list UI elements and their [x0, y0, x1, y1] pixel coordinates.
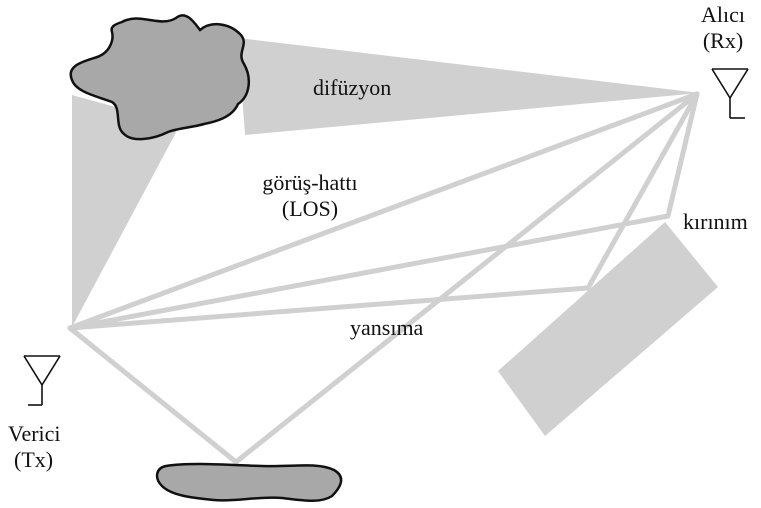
receiver-label-line1: Alıcı [701, 2, 745, 27]
reflection-path-1 [67, 325, 239, 465]
diffusion-label: difüzyon [313, 75, 392, 100]
multipath-ray-2 [585, 91, 700, 291]
reflection-label: yansıma [350, 315, 424, 340]
reflection-surface-obstacle [155, 462, 343, 502]
scatter-cloud-obstacle [69, 14, 251, 141]
antenna-icon [23, 355, 61, 406]
receiver-label-line2: (Rx) [702, 28, 744, 53]
transmitter-label-line2: (Tx) [14, 447, 54, 472]
transmitter-label: Verici (Tx) [8, 421, 61, 473]
los-label-line2: (LOS) [281, 196, 339, 221]
multipath-ray-1 [67, 285, 591, 331]
receiver-label: Alıcı (Rx) [688, 2, 758, 54]
antenna-icon [711, 68, 749, 119]
diffraction-path-1 [67, 213, 671, 331]
los-path [67, 91, 700, 331]
los-label: görüş-hattı (LOS) [245, 170, 375, 222]
propagation-paths [67, 91, 700, 465]
diffraction-block-obstacle [498, 222, 718, 436]
transmitter-label-line1: Verici [8, 421, 61, 446]
diffraction-label: kırınım [683, 209, 748, 234]
los-label-line1: görüş-hattı [262, 170, 358, 195]
diffusion-cone-tx [72, 95, 180, 327]
diffraction-path-2 [665, 91, 700, 219]
reflection-path-2 [233, 91, 700, 465]
diffusion-cone-rx [238, 38, 700, 135]
